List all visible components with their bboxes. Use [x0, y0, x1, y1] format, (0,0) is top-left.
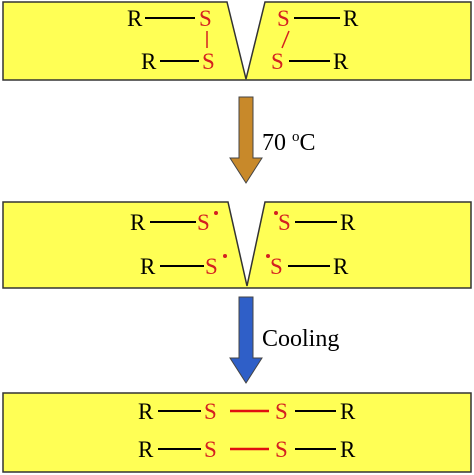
- mid-left-s2: S: [205, 254, 218, 279]
- mid-right-s2: S: [270, 254, 283, 279]
- mid-right-r1: R: [340, 210, 356, 235]
- mid-left-r1: R: [130, 210, 146, 235]
- heat-arrow: [229, 96, 263, 184]
- cool-label: Cooling: [262, 326, 339, 352]
- cooling-step: Cooling: [229, 296, 339, 384]
- mid-right-radical-1: [274, 211, 278, 215]
- bot-r1-s-right: S: [275, 399, 288, 424]
- panel-top: R S R S S R S R: [2, 1, 472, 81]
- top-right-s2: S: [271, 49, 284, 74]
- bot-r1-left: R: [138, 399, 154, 424]
- top-right-s1: S: [277, 6, 290, 31]
- mid-right-radical-2: [266, 254, 270, 258]
- heat-label: 70 oC: [262, 129, 316, 156]
- panel-top-body: [2, 1, 472, 81]
- bot-r1-right: R: [340, 399, 356, 424]
- heat-unit: C: [300, 130, 316, 156]
- heat-degree: o: [292, 129, 300, 145]
- top-right-ss-bond: [281, 30, 290, 49]
- bot-r2-right: R: [340, 437, 356, 462]
- panel-bottom: R S S R R S S R: [2, 392, 472, 473]
- heat-value: 70: [262, 130, 292, 156]
- heating-step: 70 oC: [229, 96, 316, 184]
- mid-left-radical-1: [214, 211, 218, 215]
- panel-bottom-body: [2, 392, 472, 473]
- top-left-s2: S: [202, 49, 215, 74]
- mid-left-r2: R: [140, 254, 156, 279]
- bot-r2-left: R: [138, 437, 154, 462]
- mid-right-s1: S: [278, 210, 291, 235]
- top-left-r1: R: [127, 6, 143, 31]
- panel-middle: R S R S S R S R: [2, 201, 472, 289]
- top-right-r2: R: [333, 49, 349, 74]
- mid-left-s1: S: [197, 210, 210, 235]
- bot-r2-s-left: S: [204, 437, 217, 462]
- mid-left-radical-2: [223, 254, 227, 258]
- cool-arrow: [229, 296, 263, 384]
- panel-middle-body: [2, 201, 472, 289]
- bot-r1-s-left: S: [204, 399, 217, 424]
- top-right-r1: R: [343, 6, 359, 31]
- top-left-r2: R: [141, 49, 157, 74]
- mid-right-r2: R: [333, 254, 349, 279]
- top-left-s1: S: [199, 6, 212, 31]
- bot-r2-s-right: S: [275, 437, 288, 462]
